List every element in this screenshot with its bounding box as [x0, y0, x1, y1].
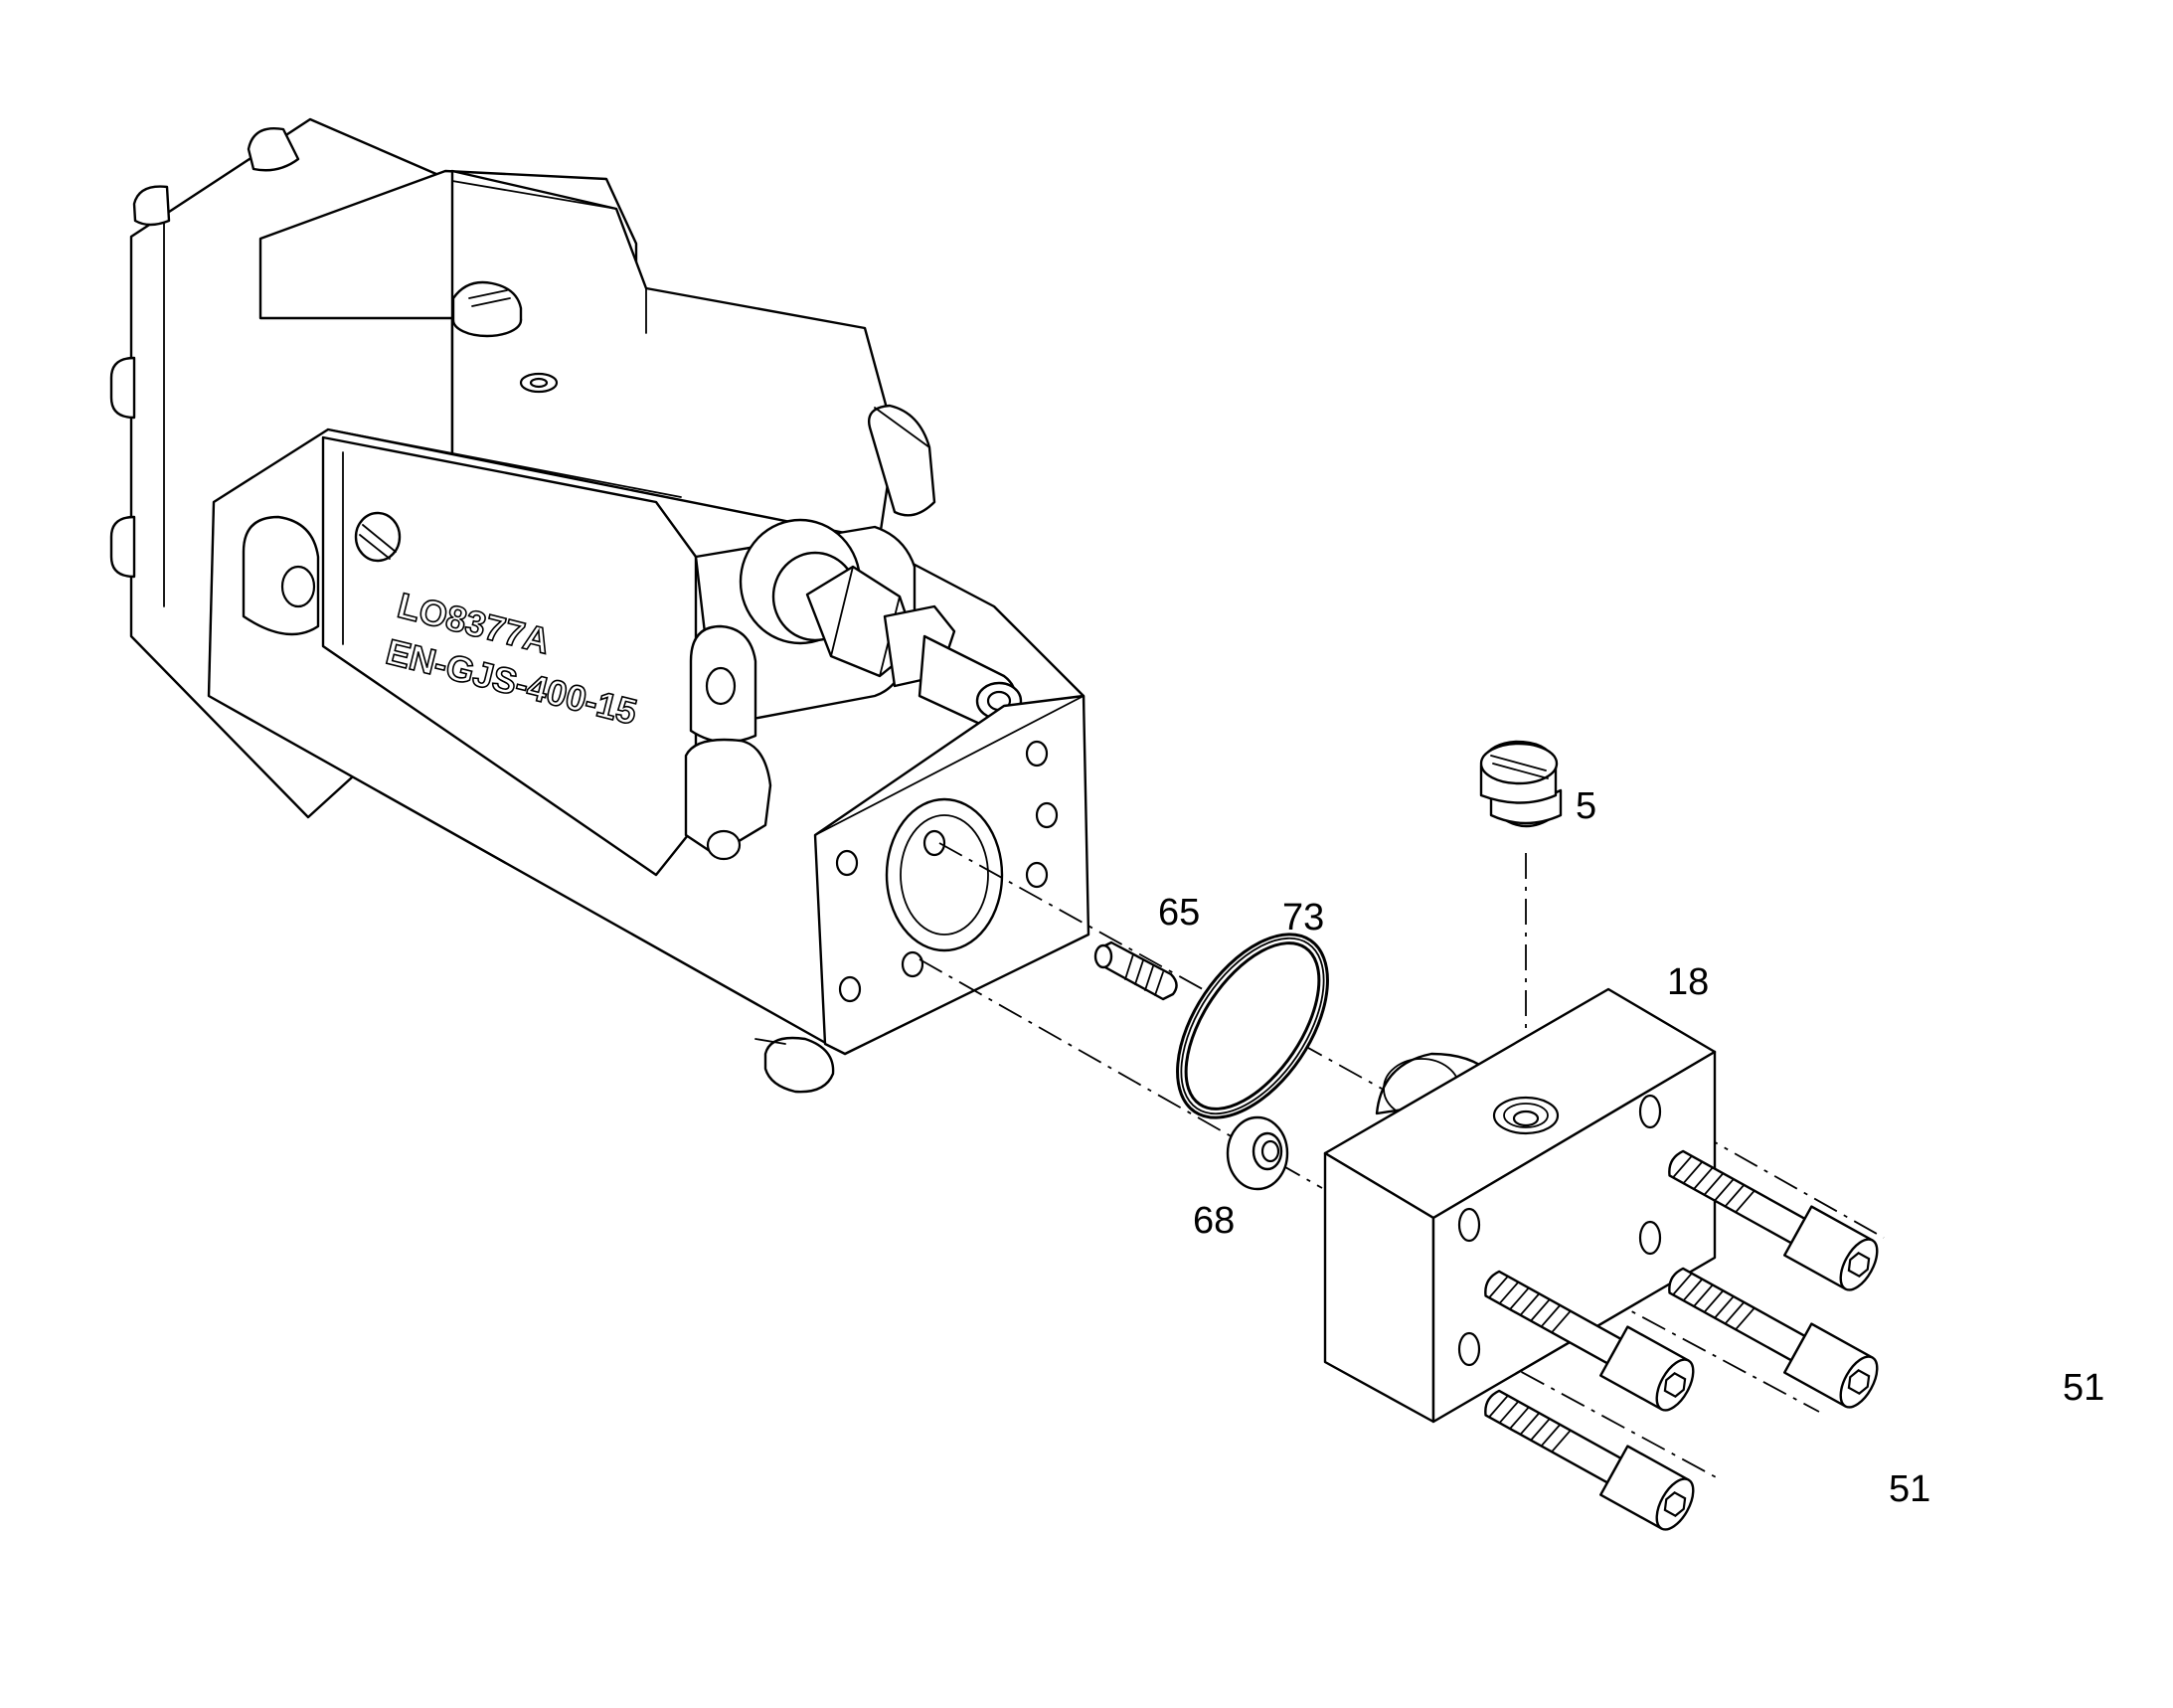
part-65-pin: [1093, 940, 1178, 1001]
callout-73: 73: [1282, 897, 1324, 939]
part-51-cap-screw: [1484, 1270, 1695, 1412]
callout-18: 18: [1667, 961, 1709, 1003]
callout-51-upper: 51: [2063, 1367, 2104, 1409]
callout-labels: 5 65 73 18 68 51 51: [1158, 785, 2104, 1510]
callout-68: 68: [1193, 1200, 1235, 1242]
part-68-washer: [1226, 1115, 1289, 1191]
valve-housing: LO8377A EN-GJS-400-15: [109, 117, 1090, 1094]
part-73-o-ring: [1176, 933, 1329, 1119]
part-51-cap-screw: [1668, 1267, 1879, 1409]
callout-65: 65: [1158, 892, 1200, 934]
callout-5: 5: [1576, 785, 1596, 827]
part-51-cap-screw: [1668, 1149, 1879, 1291]
part-5-plug-screw: [1479, 740, 1563, 828]
callout-51-lower: 51: [1889, 1468, 1930, 1510]
part-18-cover-block: [1323, 987, 1717, 1424]
part-51-cap-screw: [1484, 1389, 1695, 1531]
